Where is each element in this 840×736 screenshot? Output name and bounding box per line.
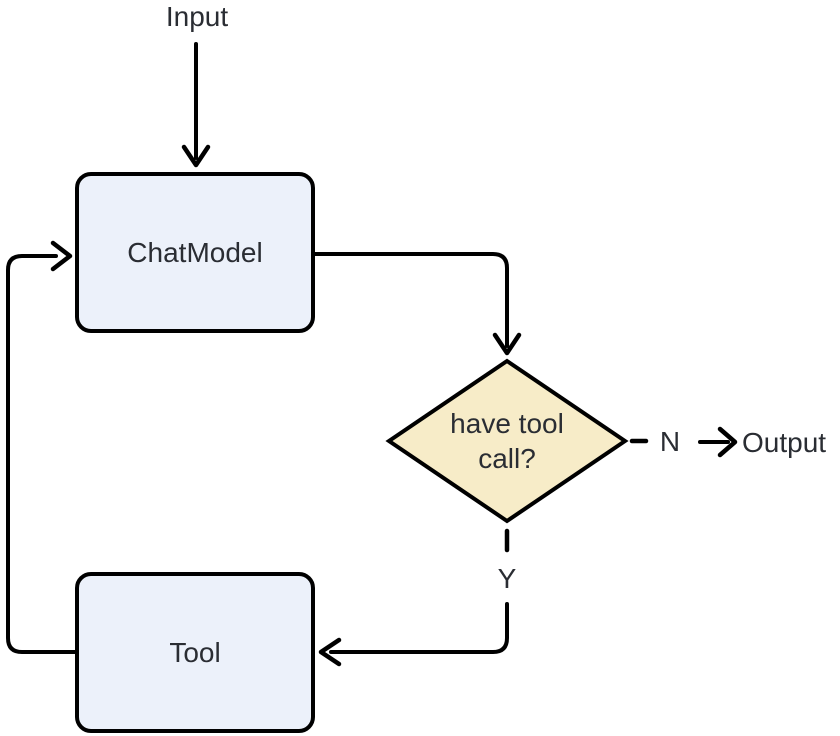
arrowhead-right-icon — [50, 240, 73, 272]
node-tool: Tool — [75, 572, 315, 733]
node-decision: have tool call? — [385, 358, 629, 524]
edge-decision-no: N Output — [629, 426, 826, 458]
chatmodel-label: ChatModel — [127, 237, 262, 268]
edge-input-to-chatmodel — [181, 42, 211, 168]
input-label: Input — [166, 1, 228, 32]
no-edge-label: N — [660, 426, 680, 457]
tool-label: Tool — [169, 637, 220, 668]
edge-decision-yes: Y — [318, 528, 517, 667]
decision-label-line2: call? — [478, 443, 536, 474]
edge-chatmodel-line — [311, 252, 509, 348]
loop-edge-line — [6, 254, 79, 654]
output-label: Output — [742, 427, 826, 458]
arrowhead-down-icon — [492, 332, 522, 356]
edge-tool-to-chatmodel — [6, 240, 79, 654]
arrowhead-right-icon — [717, 426, 738, 458]
decision-label-line1: have tool — [450, 408, 564, 439]
arrowhead-down-icon — [181, 144, 211, 168]
decision-diamond — [385, 358, 629, 524]
yes-edge-label: Y — [498, 563, 517, 594]
edge-chatmodel-to-decision — [311, 252, 522, 356]
arrowhead-left-icon — [318, 637, 342, 667]
node-chatmodel: ChatModel — [75, 172, 315, 333]
yes-edge-line — [329, 602, 509, 654]
